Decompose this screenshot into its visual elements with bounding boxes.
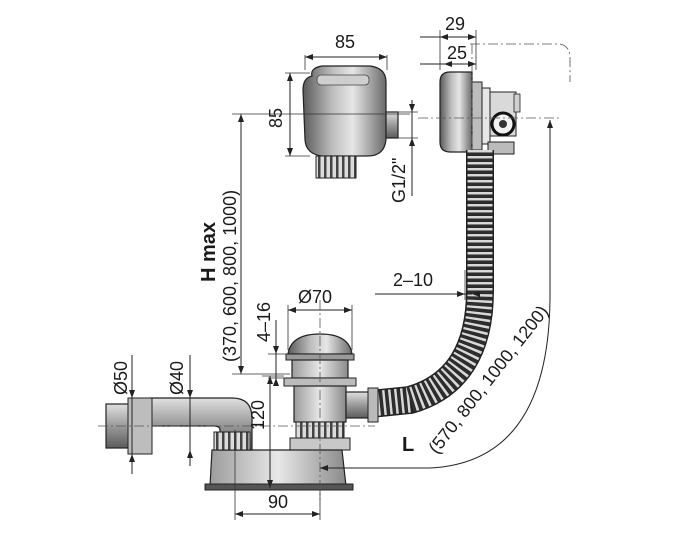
dim-plate-outer: 29 [445,14,465,34]
flex-hose [368,150,494,418]
adjust-dim: 4–16 [254,302,286,386]
overflow-plate-side [439,71,521,155]
bath-edge-dashed [470,43,571,82]
plate-dims: 29 25 [418,14,560,119]
gap-dim: 2–10 [375,270,480,300]
height-dim: 120 [248,375,284,488]
dia50-dim: Ø50 [111,355,135,474]
dia40-dim: Ø40 [167,355,193,466]
width-dim: 90 [234,430,321,520]
dim-length-label: L [402,434,414,456]
dim-outlet-outer: Ø50 [111,361,131,395]
hmax-dim: H max (370, 600, 800, 1000) [198,113,410,375]
overflow-head [302,65,399,179]
dim-height: 120 [248,400,268,430]
dim-adjust: 4–16 [254,302,274,342]
dim-outlet-inner: Ø40 [167,361,187,395]
dim-waste-diameter: Ø70 [298,287,332,307]
dim-overflow-height: 85 [266,108,286,128]
overflow-dims: 85 85 G1/2" [266,32,418,203]
drain-assembly [105,333,379,491]
dim-gap: 2–10 [393,270,433,290]
dim-thread: G1/2" [389,158,409,203]
dim-width-bottom: 90 [268,492,288,512]
dia70-dim: Ø70 [287,287,353,350]
dim-hmax-label: H max [198,222,220,282]
dim-plate-inner: 25 [447,43,467,63]
dim-hmax-values: (370, 600, 800, 1000) [220,190,240,362]
dim-overflow-width: 85 [335,32,355,52]
